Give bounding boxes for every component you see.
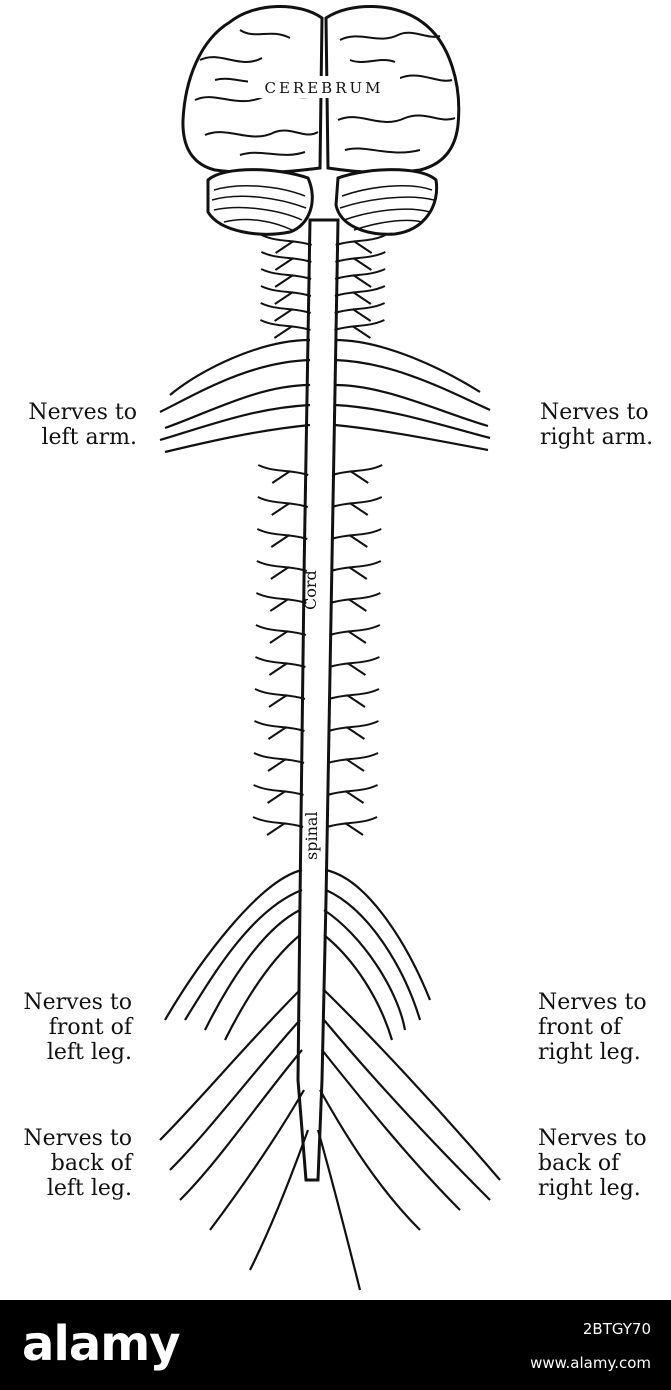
nerve-branch-left: [261, 269, 311, 287]
nerve-branch-left: [261, 303, 311, 321]
nerve-branch-left: [254, 753, 304, 771]
back-leg-nerves: [160, 990, 500, 1290]
nerve-branch-right: [335, 269, 385, 287]
nerve-branch-left: [254, 721, 304, 739]
nerve-branch-left: [261, 252, 311, 270]
nerve-branch-right: [328, 785, 378, 803]
nerve-branch-right: [328, 721, 378, 739]
nerve-branch-right: [330, 625, 380, 643]
image-id: 2BTGY70: [583, 1320, 651, 1338]
label-nerves-front-left-leg: Nerves to front of left leg.: [0, 990, 132, 1065]
nerve-branch-right: [327, 817, 377, 835]
website-url: www.alamy.com: [530, 1354, 651, 1372]
nerve-branch-left: [256, 593, 306, 611]
nerve-branch-right: [335, 303, 385, 321]
cord-label-upper: Cord: [301, 570, 320, 610]
label-nerves-front-right-leg: Nerves to front of right leg.: [538, 990, 671, 1065]
label-nerves-back-right-leg: Nerves to back of right leg.: [538, 1126, 671, 1201]
nerve-branch-right: [328, 753, 378, 771]
nerve-branch-right: [334, 320, 384, 338]
nerve-branch-left: [255, 689, 305, 707]
nerve-branch-right: [331, 529, 381, 547]
nerve-branch-right: [330, 593, 380, 611]
nerve-branch-left: [254, 785, 304, 803]
nerve-branch-left: [255, 657, 305, 675]
nerve-branch-left: [257, 529, 307, 547]
nerve-branch-left: [257, 561, 307, 579]
nerve-branch-left: [260, 320, 310, 338]
label-nerves-left-arm: Nerves to left arm.: [0, 400, 137, 450]
cerebrum-label: CEREBRUM: [265, 79, 384, 97]
nerve-branch-right: [329, 689, 379, 707]
label-nerves-back-left-leg: Nerves to back of left leg.: [0, 1126, 132, 1201]
nerve-branch-left: [262, 235, 312, 253]
stock-footer-bar: alamy 2BTGY70 www.alamy.com: [0, 1300, 671, 1390]
nerve-branch-left: [258, 497, 308, 515]
nerve-branch-right: [332, 465, 382, 483]
nerve-branch-right: [335, 286, 385, 304]
nerve-branch-right: [336, 235, 386, 253]
label-nerves-right-arm: Nerves to right arm.: [540, 400, 671, 450]
nerve-branch-right: [332, 497, 382, 515]
nerve-branch-right: [331, 561, 381, 579]
nerve-branch-right: [329, 657, 379, 675]
cord-label-lower: spinal: [302, 811, 321, 860]
nerve-branch-left: [256, 625, 306, 643]
alamy-logo: alamy: [22, 1316, 180, 1372]
nervous-system-illustration: CEREBRUM: [0, 0, 671, 1300]
nerve-branch-right: [335, 252, 385, 270]
spinal-cord: [298, 220, 338, 1180]
nerve-branch-left: [253, 817, 303, 835]
nerve-branch-left: [261, 286, 311, 304]
nerve-branch-left: [258, 465, 308, 483]
